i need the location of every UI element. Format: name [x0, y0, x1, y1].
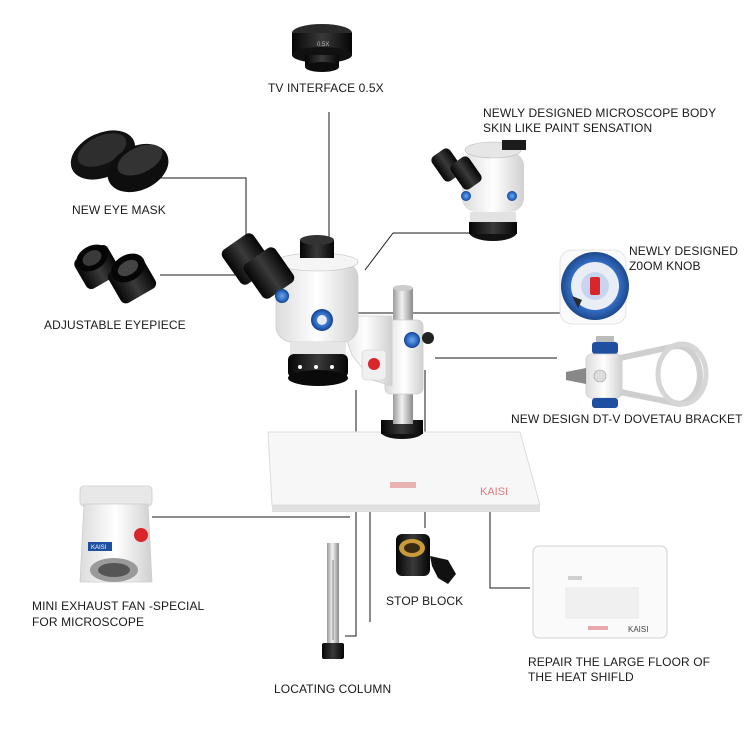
bracket-label: NEW DESIGN DT-V DOVETAU BRACKET: [511, 412, 743, 426]
zoom-knob-label-line2: Z0OM KNOB: [629, 259, 701, 273]
locating-column-label: LOCATING COLUMN: [274, 682, 392, 696]
eyepiece-label: ADJUSTABLE EYEPIECE: [44, 318, 186, 332]
microscope-body-label-line2: SKIN LIKE PAINT SENSATION: [483, 121, 653, 135]
main-microscope: KAISI: [221, 233, 541, 512]
eye-mask-label: NEW EYE MASK: [72, 203, 166, 217]
exhaust-fan-label-line2: FOR MICROSCOPE: [32, 615, 145, 629]
tv-interface-label: TV INTERFACE 0.5X: [268, 81, 384, 95]
locating-column-part: [322, 543, 344, 659]
tv-ring-mark: 0.5X: [317, 42, 329, 48]
heat-shield-label-line2: THE HEAT SHIFLD: [528, 670, 634, 684]
tv-interface-part: 0.5X: [292, 24, 352, 72]
zoom-knob-part: [559, 249, 629, 325]
exhaust-fan-label-line1: MINI EXHAUST FAN -SPECIAL: [32, 599, 205, 613]
stop-block-label: STOP BLOCK: [386, 594, 464, 608]
base-brand-text: KAISI: [480, 486, 508, 498]
heat-shield-part: KAISI: [532, 545, 668, 639]
bracket-part: [566, 336, 709, 408]
zoom-knob-label-line1: NEWLY DESIGNED: [629, 244, 738, 258]
stop-block-part: [396, 534, 456, 584]
eye-mask-part: [70, 130, 169, 193]
leader-lines: [150, 112, 565, 637]
exhaust-fan-part: KAISI: [79, 485, 153, 583]
heat-shield-label-line1: REPAIR THE LARGE FLOOR OF: [528, 655, 711, 669]
eyepiece-part: [74, 244, 157, 304]
fan-brand-text: KAISI: [91, 545, 107, 551]
microscope-body-label-line1: NEWLY DESIGNED MICROSCOPE BODY: [483, 106, 717, 120]
microscope-body-part: [431, 140, 526, 241]
plate-brand-text: KAISI: [628, 625, 648, 634]
